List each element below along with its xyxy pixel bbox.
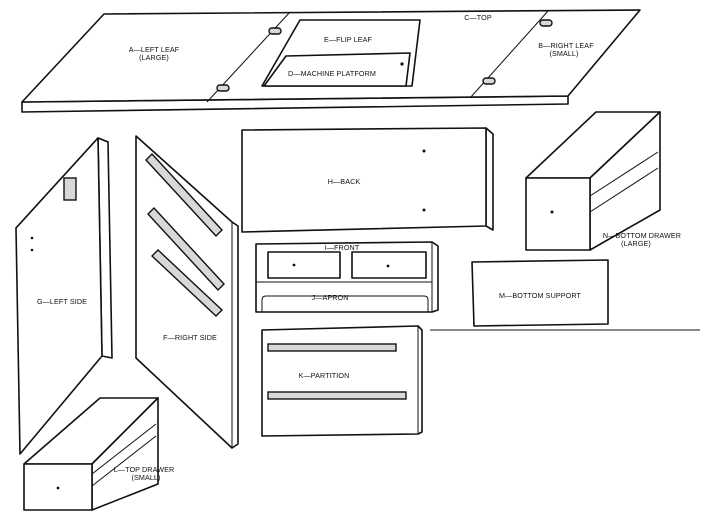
screw-icon — [400, 62, 404, 66]
label-right-side: F—RIGHT SIDE — [163, 333, 217, 342]
label-right-leaf: B—RIGHT LEAF — [538, 41, 594, 50]
label-top: C—TOP — [464, 13, 492, 22]
front-apron-assembly — [255, 241, 439, 313]
label-bottom-support: M—BOTTOM SUPPORT — [499, 291, 582, 300]
label-apron: J—APRON — [311, 293, 348, 302]
label-flip-leaf: E—FLIP LEAF — [324, 35, 373, 44]
partition-panel — [261, 325, 423, 437]
label-bottom-drawer-size: (LARGE) — [621, 239, 651, 248]
hinge-icon — [268, 27, 282, 35]
hinge-icon — [539, 19, 553, 27]
label-bottom-drawer: N—BOTTOM DRAWER — [603, 231, 681, 240]
label-machine-platform: D—MACHINE PLATFORM — [288, 69, 376, 78]
bottom-support-panel — [471, 259, 609, 327]
hinge-icon — [482, 77, 496, 85]
top-drawer-small — [23, 397, 159, 511]
machine-platform-panel — [263, 52, 411, 87]
bottom-drawer-large — [525, 111, 661, 251]
right-side-panel — [135, 135, 239, 449]
hinge-icon — [216, 84, 230, 92]
label-back: H—BACK — [328, 177, 361, 186]
label-left-side: G—LEFT SIDE — [37, 297, 87, 306]
label-left-leaf: A—LEFT LEAF — [129, 45, 180, 54]
left-side-panel — [15, 137, 113, 455]
back-panel — [241, 127, 494, 233]
label-left-leaf-size: (LARGE) — [139, 53, 169, 62]
top-assembly — [21, 9, 641, 113]
label-front: I—FRONT — [325, 243, 360, 252]
front-drawer-opening-left — [267, 251, 341, 279]
front-drawer-opening-right — [351, 251, 427, 279]
label-partition: K—PARTITION — [299, 371, 350, 380]
label-right-leaf-size: (SMALL) — [549, 49, 578, 58]
label-top-drawer: L—TOP DRAWER — [114, 465, 175, 474]
label-top-drawer-size: (SMALL) — [131, 473, 160, 482]
